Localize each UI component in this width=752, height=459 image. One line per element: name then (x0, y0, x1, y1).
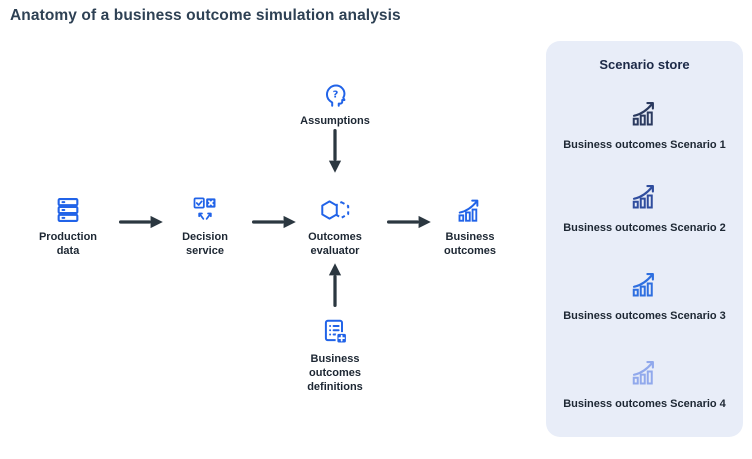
flow-arrow-down (327, 129, 343, 173)
head-question-icon (321, 81, 349, 109)
scenario-label: Business outcomes Scenario 4 (563, 398, 726, 410)
database-icon (54, 196, 82, 224)
node-assumptions: Assumptions (285, 81, 385, 129)
document-add-icon (321, 318, 349, 346)
bar-chart-growth-icon (630, 98, 660, 128)
node-label: Business outcomes definitions (307, 353, 363, 393)
scenario-label: Business outcomes Scenario 1 (563, 139, 726, 151)
node-business-outcomes: Business outcomes (432, 196, 508, 259)
node-outcomes-evaluator: Outcomes evaluator (297, 196, 373, 259)
scenario-item: Business outcomes Scenario 1 (546, 98, 743, 151)
node-production-data: Production data (32, 196, 104, 259)
bar-chart-growth-icon (630, 357, 660, 387)
node-label: Business outcomes (444, 231, 496, 257)
hexagons-process-icon (316, 196, 354, 224)
node-business-outcomes-definitions: Business outcomes definitions (293, 318, 377, 394)
bar-chart-growth-icon (630, 181, 660, 211)
scenario-item: Business outcomes Scenario 2 (546, 181, 743, 234)
scenario-store-title: Scenario store (599, 57, 690, 72)
flow-arrow-up (327, 263, 343, 307)
scenario-item: Business outcomes Scenario 4 (546, 357, 743, 410)
flow-arrow-right-2 (252, 214, 296, 230)
node-label: Decision service (182, 231, 228, 257)
page-title: Anatomy of a business outcome simulation… (10, 7, 401, 24)
node-label: Assumptions (300, 115, 370, 127)
scenario-label: Business outcomes Scenario 3 (563, 310, 726, 322)
flow-arrow-right-1 (119, 214, 163, 230)
scenario-item: Business outcomes Scenario 3 (546, 269, 743, 322)
bar-chart-growth-icon (456, 196, 484, 224)
node-decision-service: Decision service (169, 196, 241, 259)
scenario-store-panel: Scenario store Business outcomes Scenari… (546, 41, 743, 437)
scenario-label: Business outcomes Scenario 2 (563, 222, 726, 234)
bar-chart-growth-icon (630, 269, 660, 299)
node-label: Outcomes evaluator (308, 231, 362, 257)
flow-arrow-right-3 (387, 214, 431, 230)
node-label: Production data (38, 231, 98, 257)
decision-check-cross-icon (191, 196, 219, 224)
